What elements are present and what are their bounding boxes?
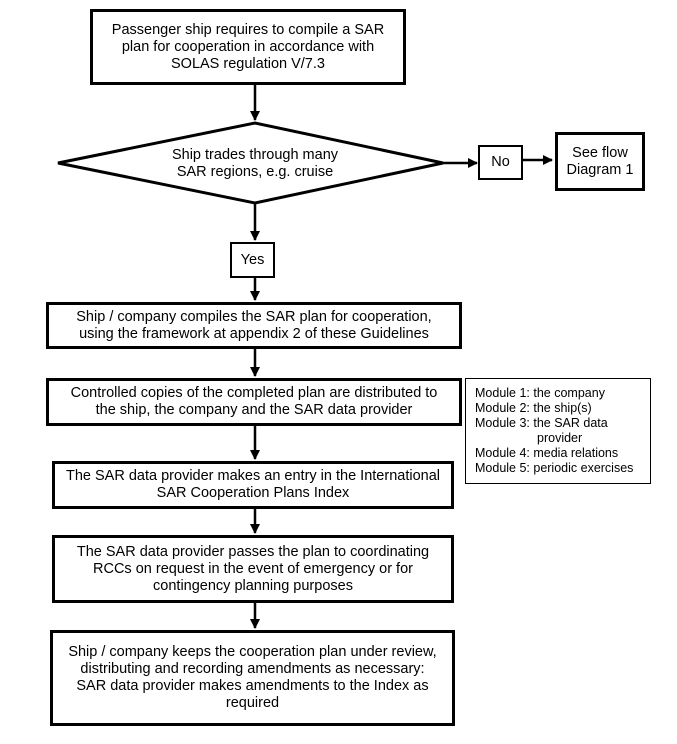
no-box: No	[478, 145, 523, 180]
step-review-plan: Ship / company keeps the cooperation pla…	[50, 630, 455, 726]
no-label: No	[491, 154, 510, 170]
module-item: Module 3: the SAR data provider	[475, 416, 608, 445]
yes-box: Yes	[230, 242, 275, 278]
step-review-plan-text: Ship / company keeps the cooperation pla…	[68, 644, 437, 711]
step-distribute-copies-text: Controlled copies of the completed plan …	[70, 385, 438, 418]
step-pass-to-rccs: The SAR data provider passes the plan to…	[52, 535, 454, 603]
yes-label: Yes	[240, 251, 265, 268]
step-compile-plan: Ship / company compiles the SAR plan for…	[46, 302, 462, 349]
step-pass-to-rccs-text: The SAR data provider passes the plan to…	[76, 543, 430, 594]
modules-legend: Module 1: the company Module 2: the ship…	[465, 378, 651, 484]
start-text: Passenger ship requires to compile a SAR…	[111, 21, 385, 72]
step-index-entry-text: The SAR data provider makes an entry in …	[66, 468, 440, 501]
module-item: Module 4: media relations	[475, 446, 619, 460]
step-distribute-copies: Controlled copies of the completed plan …	[46, 378, 462, 426]
module-item: Module 1: the company	[475, 386, 605, 400]
see-flow-text: See flow Diagram 1	[566, 144, 634, 178]
module-item: Module 2: the ship(s)	[475, 401, 592, 415]
step-index-entry: The SAR data provider makes an entry in …	[52, 461, 454, 509]
start-box: Passenger ship requires to compile a SAR…	[90, 9, 406, 85]
step-compile-plan-text: Ship / company compiles the SAR plan for…	[76, 308, 432, 342]
module-item: Module 5: periodic exercises	[475, 461, 634, 475]
decision-text: Ship trades through many SAR regions, e.…	[171, 147, 339, 180]
see-flow-box: See flow Diagram 1	[555, 132, 645, 191]
